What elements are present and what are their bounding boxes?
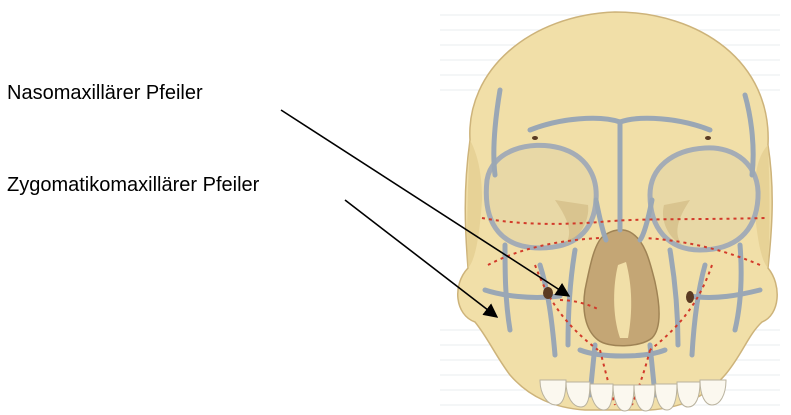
- zygomaticomaxillary-buttress-label: Zygomatikomaxillärer Pfeiler: [7, 174, 259, 197]
- infraorbital-foramen-left: [543, 287, 553, 299]
- nasomaxillary-buttress-label: Nasomaxillärer Pfeiler: [7, 82, 203, 105]
- infraorbital-foramen-right: [686, 291, 694, 303]
- orbit-right: [650, 148, 758, 250]
- skull-illustration: [458, 12, 777, 411]
